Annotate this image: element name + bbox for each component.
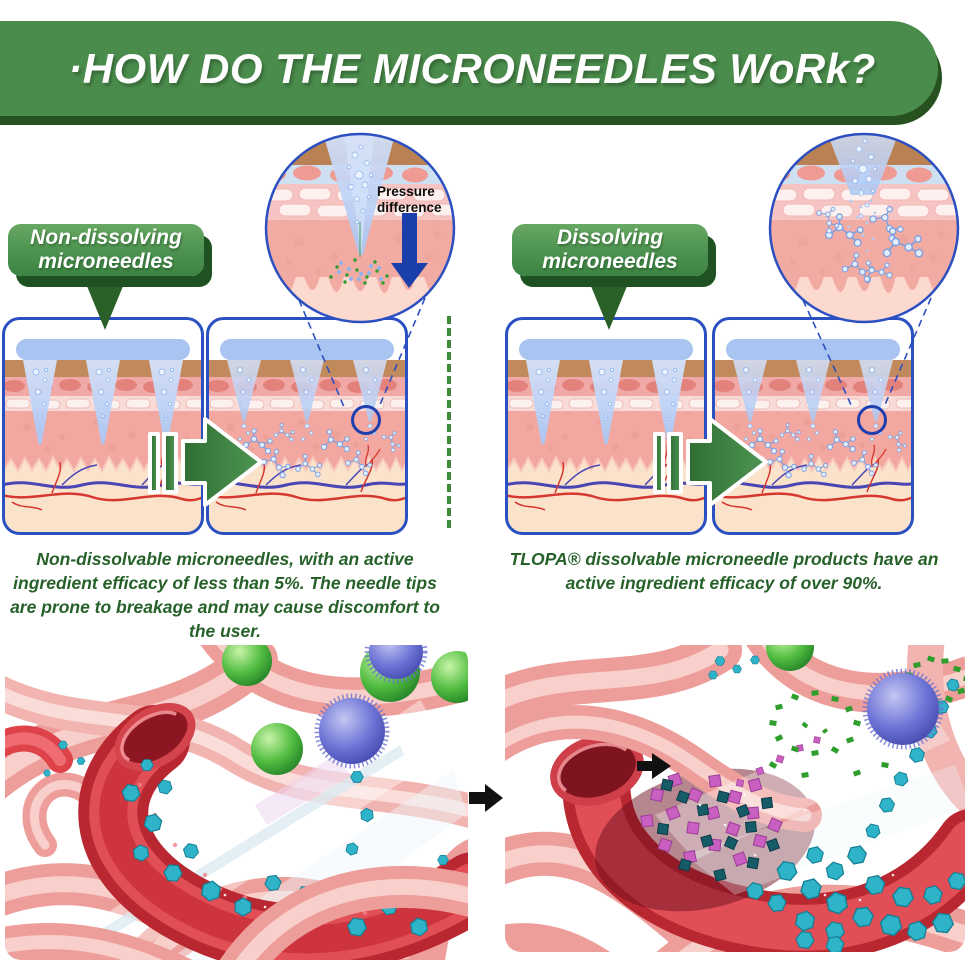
- blood-vessel-image-after: [505, 645, 965, 952]
- active-ingredient-spheres: [766, 645, 944, 750]
- caption-dissolving: TLOPA® dissolvable microneedle products …: [509, 549, 939, 594]
- drug-particles-blue: [337, 261, 383, 281]
- drug-particles-green: [329, 258, 389, 285]
- pressure-arrow-icon: [391, 213, 428, 288]
- foreground-capillaries: [5, 865, 468, 960]
- vessel-opening: [114, 703, 196, 771]
- blood-vessel-image-before: [5, 645, 468, 960]
- caption-non-dissolving: Non-dissolvable microneedles, with an ac…: [10, 549, 440, 642]
- label-bubble-dissolving: Dissolving microneedles: [512, 224, 708, 276]
- header-banner: ·HOW DO THE MICRONEEDLES WoRk?: [0, 21, 938, 116]
- active-ingredient-spheres: [222, 645, 468, 775]
- vessel-render-before: [5, 645, 468, 960]
- transition-arrow-left: [148, 417, 263, 507]
- label-bubble-non-dissolving: Non-dissolving microneedles: [8, 224, 204, 276]
- bubble-label: Non-dissolving microneedles: [30, 226, 182, 273]
- vessel-opening: [550, 734, 644, 806]
- between-images-arrow-icon: [469, 784, 503, 812]
- vessel-render-after: [505, 645, 965, 952]
- magnified-inset-non-dissolving: [264, 132, 456, 324]
- pressure-difference-annotation: Pressure difference: [377, 184, 442, 216]
- bubble-label: Dissolving microneedles: [542, 226, 678, 273]
- transition-arrow-right: [653, 417, 768, 507]
- page-title: ·HOW DO THE MICRONEEDLES WoRk?: [68, 44, 876, 92]
- magnified-inset-dissolving: [768, 132, 960, 324]
- sparkles: [698, 763, 912, 902]
- section-divider: [447, 316, 451, 528]
- release-arrow-icon: [637, 753, 671, 779]
- dissolving-cone: [825, 134, 901, 195]
- open-blood-vessel: [78, 703, 468, 960]
